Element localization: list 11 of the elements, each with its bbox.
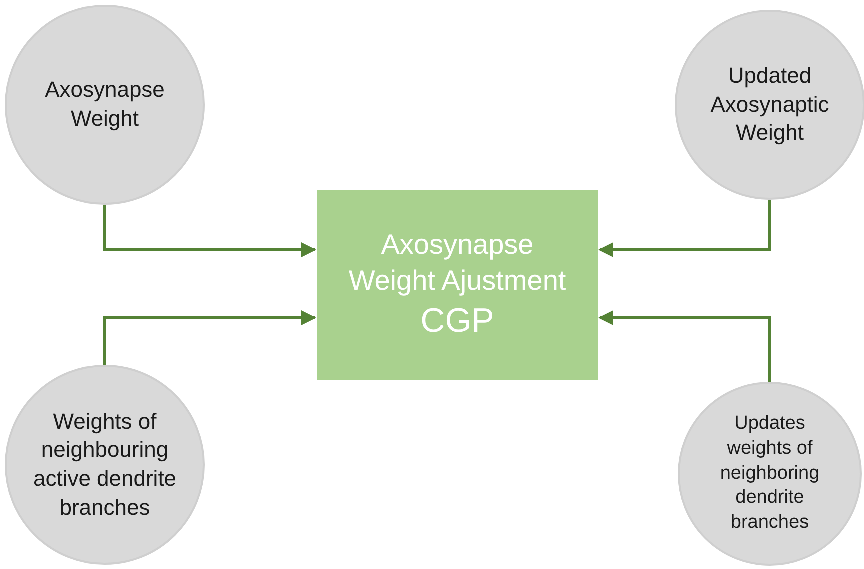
- process-box: [317, 190, 598, 380]
- node-label: Updated Axosynaptic Weight: [710, 62, 830, 148]
- node-label: Weights of neighbouring active dendrite branches: [32, 408, 178, 522]
- node-label: Axosynapse Weight Ajustment: [348, 228, 568, 298]
- node-label: CGP: [420, 301, 494, 342]
- node-label: Updates weights of neighboring dendrite branches: [719, 412, 821, 536]
- arrow: [598, 310, 772, 382]
- arrow: [104, 205, 316, 258]
- arrow: [598, 200, 772, 258]
- node-label: Axosynapse Weight: [44, 76, 166, 133]
- arrow: [104, 310, 316, 365]
